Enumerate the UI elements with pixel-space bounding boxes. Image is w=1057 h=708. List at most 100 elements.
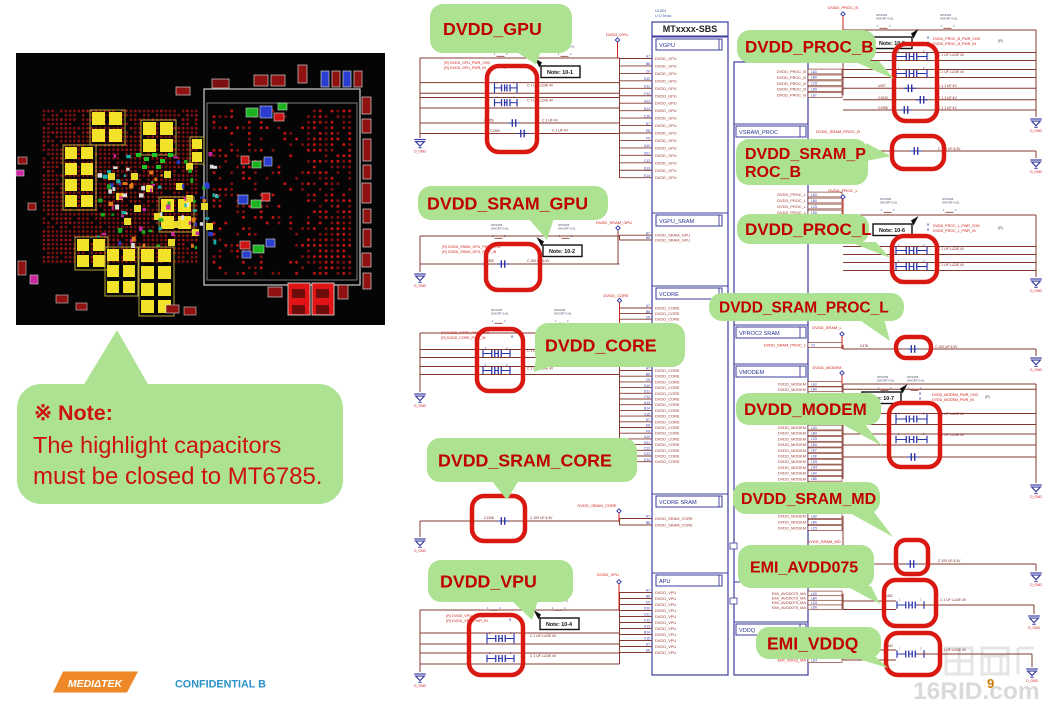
svg-text:DVDD_GPU: DVDD_GPU	[655, 168, 677, 173]
svg-text:LD6: LD6	[811, 443, 817, 447]
svg-text:1: 1	[555, 319, 557, 323]
svg-text:(R): (R)	[985, 395, 990, 399]
svg-text:1: 1	[497, 80, 499, 84]
svg-text:A13: A13	[644, 625, 650, 629]
svg-text:LA3: LA3	[811, 193, 817, 197]
svg-text:C15: C15	[644, 412, 650, 416]
svg-text:LD6: LD6	[811, 606, 817, 610]
svg-text:DVDD_VPU: DVDD_VPU	[597, 572, 619, 577]
svg-text:APU: APU	[659, 579, 671, 585]
svg-text:DVDD_MODEM: DVDD_MODEM	[744, 400, 867, 419]
svg-text:D13: D13	[644, 166, 650, 170]
svg-text:C 1 1 UF 4V: C 1 1 UF 4V	[938, 96, 957, 100]
svg-text:C15: C15	[644, 637, 650, 641]
svg-text:EMI_AVDD075_MA: EMI_AVDD075_MA	[772, 605, 806, 610]
svg-text:2: 2	[506, 363, 508, 367]
svg-text:DVDD_GPU: DVDD_GPU	[655, 56, 677, 61]
svg-text:DVDD_CORE: DVDD_CORE	[545, 335, 657, 355]
svg-text:(R) DVDD_SRAM_GPU_PWR_IN: (R) DVDD_SRAM_GPU_PWR_IN	[442, 250, 497, 254]
svg-text:Note: 10-5: Note: 10-5	[879, 41, 905, 47]
svg-text:2: 2	[570, 52, 572, 56]
svg-text:D7: D7	[646, 418, 650, 422]
svg-text:DVDD_PROC_L: DVDD_PROC_L	[777, 192, 807, 197]
svg-text:DVDD_VPU: DVDD_VPU	[655, 620, 676, 625]
svg-text:D_GND: D_GND	[1030, 289, 1042, 293]
svg-text:DVDD_VPU: DVDD_VPU	[655, 608, 676, 613]
svg-text:A7: A7	[646, 367, 650, 371]
svg-text:C12: C12	[644, 447, 650, 451]
svg-text:D_GND: D_GND	[414, 549, 426, 553]
svg-text:1: 1	[898, 49, 900, 53]
svg-text:A10: A10	[644, 144, 650, 148]
svg-text:U1304: U1304	[655, 9, 666, 13]
svg-text:DVDD_CORE: DVDD_CORE	[655, 385, 680, 390]
svg-text:A7: A7	[646, 304, 650, 308]
svg-text:E8: E8	[646, 649, 650, 653]
svg-text:A7: A7	[646, 515, 650, 519]
svg-text:2: 2	[890, 386, 892, 390]
svg-text:SH1303: SH1303	[907, 375, 918, 379]
svg-text:LG9: LG9	[811, 460, 817, 464]
svg-text:LA3: LA3	[811, 382, 817, 386]
svg-text:2: 2	[923, 412, 925, 416]
svg-text:SH1303: SH1303	[942, 197, 953, 201]
svg-text:(R) DVDD_VPU_PWR_CHG: (R) DVDD_VPU_PWR_CHG	[446, 614, 492, 618]
svg-text:B14: B14	[644, 407, 650, 411]
svg-text:SH1303: SH1303	[491, 308, 502, 312]
svg-text:DVDD_SRAM_PROC_L: DVDD_SRAM_PROC_L	[764, 343, 807, 348]
svg-text:DVDD_VPU: DVDD_VPU	[655, 590, 676, 595]
svg-text:B8: B8	[646, 62, 650, 66]
svg-text:E11: E11	[644, 390, 650, 394]
svg-text:LE7: LE7	[811, 93, 817, 97]
svg-text:Note: 10-4: Note: 10-4	[546, 622, 572, 628]
svg-text:DVDD_SRAM_PROC_L: DVDD_SRAM_PROC_L	[719, 300, 889, 317]
svg-text:DVDD_SRAM_GPU: DVDD_SRAM_GPU	[655, 233, 690, 238]
svg-text:1: 1	[877, 24, 879, 28]
svg-text:SHORT-0.6L: SHORT-0.6L	[877, 379, 895, 383]
svg-text:DVDD_PROC_B: DVDD_PROC_B	[777, 69, 807, 74]
svg-text:LF8: LF8	[811, 454, 817, 458]
svg-text:EMI_AVDD075_MA: EMI_AVDD075_MA	[772, 596, 806, 601]
svg-text:✕: ✕	[926, 227, 929, 232]
svg-text:LA3: LA3	[811, 70, 817, 74]
svg-text:DVDD_GPU: DVDD_GPU	[655, 138, 677, 143]
svg-text:(R): (R)	[998, 226, 1003, 230]
svg-text:DVDD_MODEM: DVDD_MODEM	[778, 526, 806, 531]
svg-text:2: 2	[955, 208, 957, 212]
svg-text:DVDD_GPU: DVDD_GPU	[606, 32, 628, 37]
svg-text:2: 2	[499, 606, 501, 610]
svg-text:E8: E8	[646, 424, 650, 428]
svg-text:SHORT-0.6L: SHORT-0.6L	[876, 17, 894, 21]
svg-text:DVDD_SRAM_PROC_B: DVDD_SRAM_PROC_B	[816, 129, 860, 134]
svg-text:(R) DVDD_SRAM_GPU_PWR_CHG: (R) DVDD_SRAM_GPU_PWR_CHG	[442, 245, 501, 249]
svg-text:DVDD_GPU: DVDD_GPU	[655, 86, 677, 91]
svg-text:VDDQ: VDDQ	[739, 628, 756, 634]
svg-text:DVDD_MODEM_PWR_IN: DVDD_MODEM_PWR_IN	[932, 398, 974, 402]
svg-text:DVDD_GPU: DVDD_GPU	[655, 63, 677, 68]
svg-text:DVDD_CORE: DVDD_CORE	[655, 311, 680, 316]
svg-text:U307: U307	[878, 84, 886, 88]
svg-text:DVDD_SRAM_CORE: DVDD_SRAM_CORE	[578, 503, 617, 508]
svg-text:VGPU: VGPU	[659, 43, 675, 49]
svg-text:DVDD_MODEM: DVDD_MODEM	[778, 448, 806, 453]
svg-text:(R) DVDD_GPU_PWR_CHG: (R) DVDD_GPU_PWR_CHG	[444, 61, 491, 65]
svg-text:C1369: C1369	[490, 129, 500, 133]
svg-text:A13: A13	[644, 99, 650, 103]
svg-text:2: 2	[571, 234, 573, 238]
svg-text:DVDD_PROC_L: DVDD_PROC_L	[777, 198, 807, 203]
svg-text:1: 1	[489, 631, 491, 635]
svg-text:1: 1	[943, 208, 945, 212]
svg-text:EMI_AVDD075_MA: EMI_AVDD075_MA	[772, 600, 806, 605]
svg-text:DVDD_PROC_B_PWR_CHG: DVDD_PROC_B_PWR_CHG	[933, 37, 981, 41]
svg-text:F9: F9	[646, 137, 650, 141]
svg-text:DVDD_PROC_B: DVDD_PROC_B	[777, 75, 807, 80]
svg-text:C 1 UF LLD/E 4V: C 1 UF LLD/E 4V	[938, 433, 965, 437]
svg-text:DVDD_CORE: DVDD_CORE	[655, 454, 680, 459]
svg-text:LB5: LB5	[811, 477, 817, 481]
svg-text:SH1303: SH1303	[877, 375, 888, 379]
svg-text:C9: C9	[646, 378, 650, 382]
svg-text:DVDD_SRAM_CORE: DVDD_SRAM_CORE	[655, 516, 693, 521]
svg-text:SHORT-0.6L: SHORT-0.6L	[880, 201, 898, 205]
svg-text:Y3: Y3	[811, 343, 815, 347]
svg-text:B8: B8	[646, 310, 650, 314]
